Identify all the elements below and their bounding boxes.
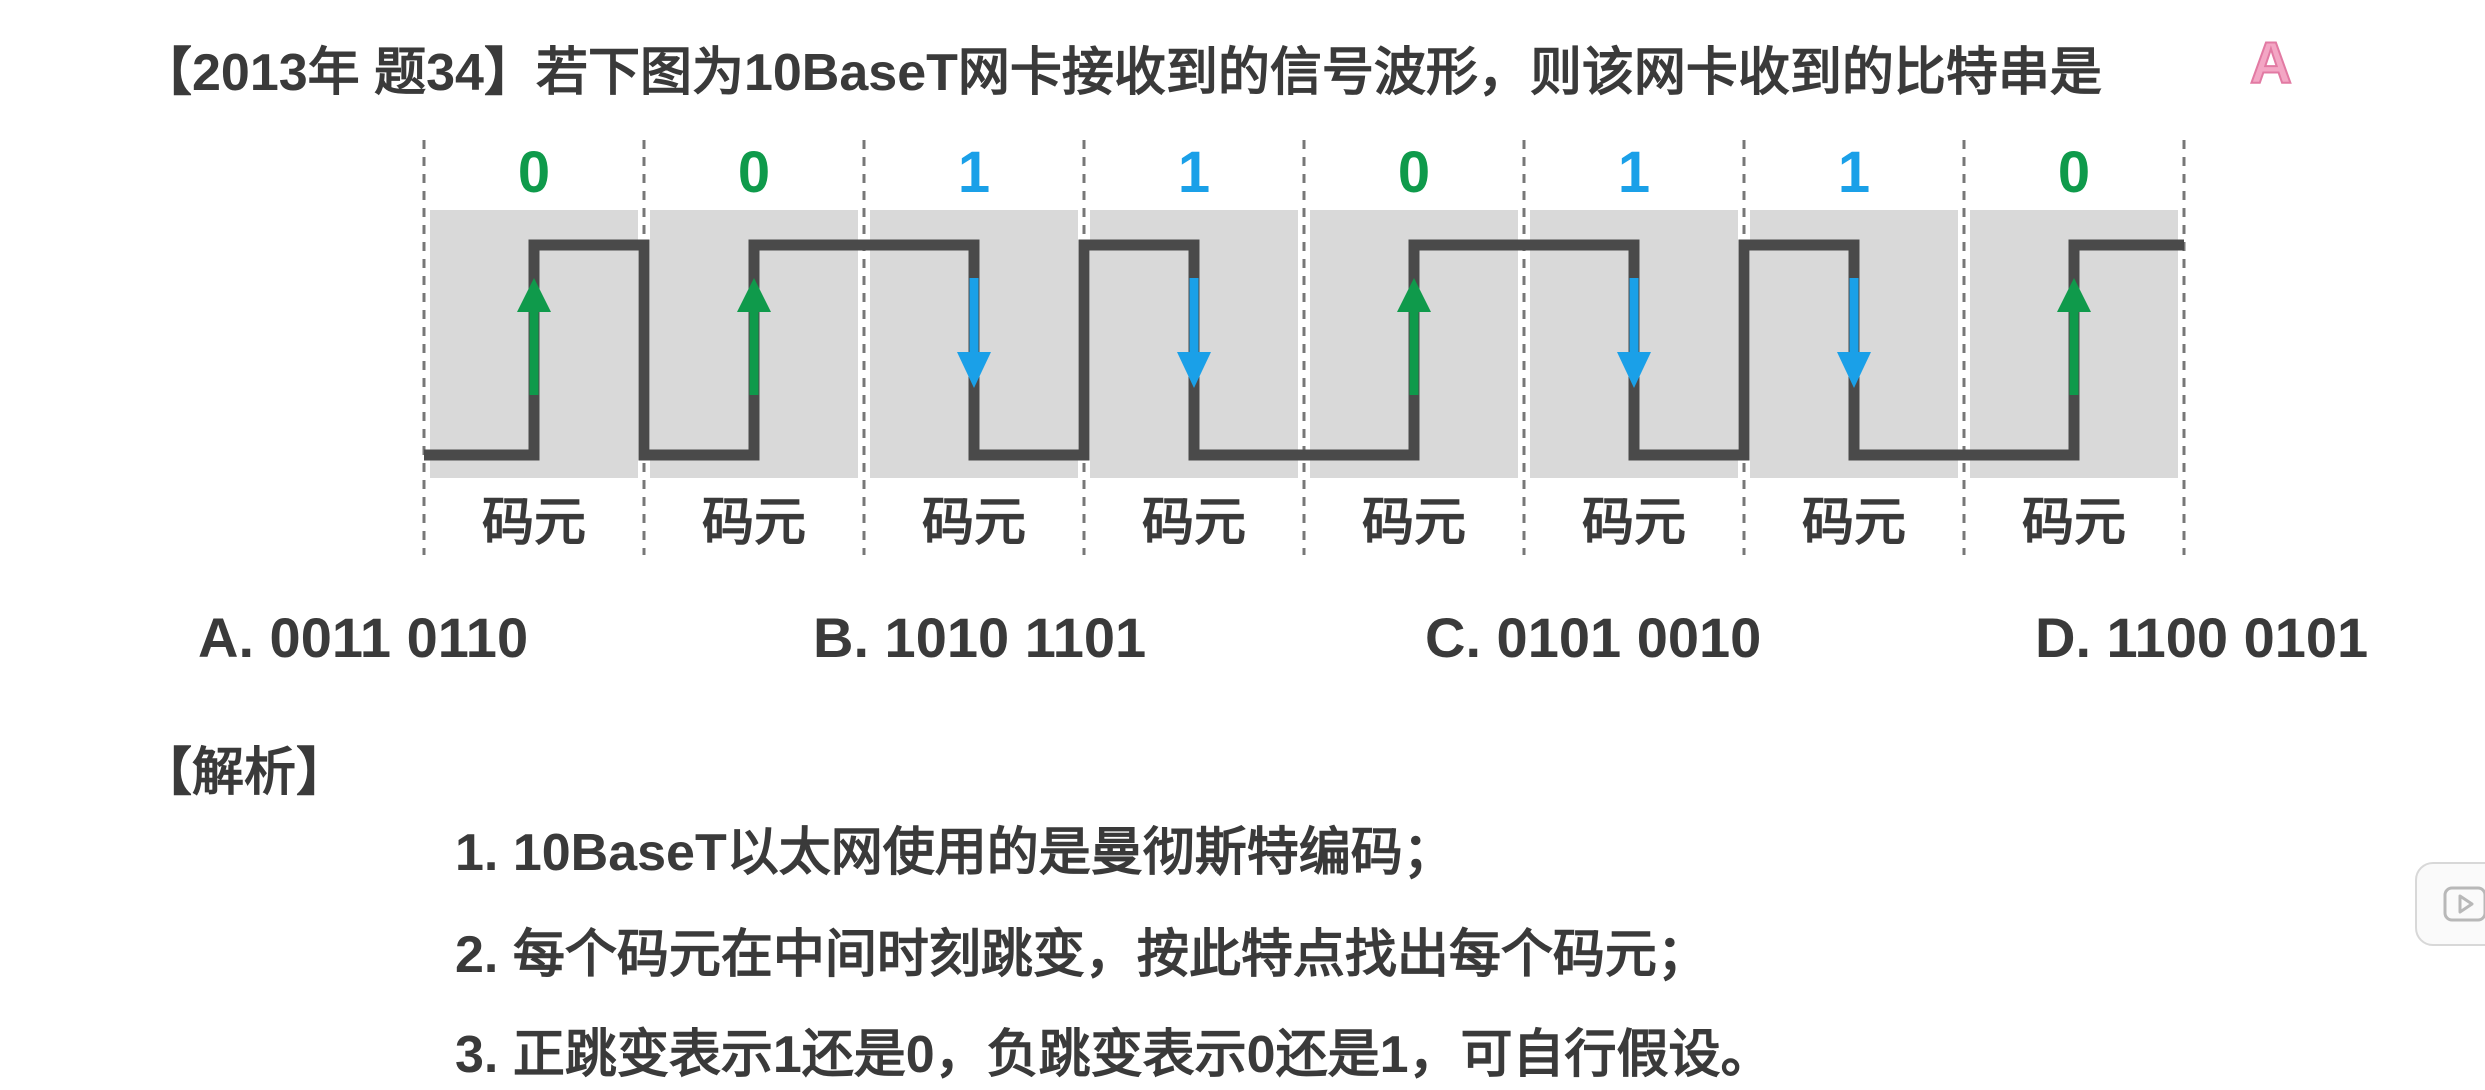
rising-arrowhead <box>2057 278 2091 312</box>
falling-arrowhead <box>1177 352 1211 388</box>
analysis-heading: 【解析】 <box>140 744 349 802</box>
symbol-label: 码元 <box>1362 494 1466 552</box>
falling-arrowhead <box>1617 352 1651 388</box>
option-c[interactable]: C. 0101 0010 <box>1425 606 1762 669</box>
bit-label: 0 <box>518 140 550 205</box>
play-button[interactable] <box>2415 862 2485 946</box>
rising-arrowhead <box>1397 278 1431 312</box>
question-title: 【2013年 题34】若下图为10BaseT网卡接收到的信号波形，则该网卡收到的… <box>140 44 2102 102</box>
option-d[interactable]: D. 1100 0101 <box>2035 606 2369 669</box>
option-b[interactable]: B. 1010 1101 <box>813 606 1147 669</box>
symbol-label: 码元 <box>2022 494 2126 552</box>
analysis-point-2: 2. 每个码元在中间时刻跳变，按此特点找出每个码元； <box>455 926 1709 984</box>
falling-arrowhead <box>957 352 991 388</box>
analysis-point-3: 3. 正跳变表示1还是0，负跳变表示0还是1，可自行假设。 <box>455 1026 1773 1084</box>
symbol-label: 码元 <box>1582 494 1686 552</box>
answer-letter: A <box>2249 30 2293 97</box>
play-icon <box>2443 886 2485 922</box>
option-a[interactable]: A. 0011 0110 <box>198 606 529 669</box>
bit-label: 1 <box>1838 140 1870 205</box>
symbol-label: 码元 <box>922 494 1026 552</box>
bit-label: 0 <box>1398 140 1430 205</box>
symbol-label: 码元 <box>702 494 806 552</box>
bit-label: 1 <box>1618 140 1650 205</box>
analysis-point-1: 1. 10BaseT以太网使用的是曼彻斯特编码； <box>455 824 1455 882</box>
symbol-label: 码元 <box>482 494 586 552</box>
rising-arrowhead <box>737 278 771 312</box>
bit-label: 0 <box>738 140 770 205</box>
bit-label: 0 <box>2058 140 2090 205</box>
symbol-label: 码元 <box>1802 494 1906 552</box>
falling-arrowhead <box>1837 352 1871 388</box>
rising-arrowhead <box>517 278 551 312</box>
bit-label: 1 <box>1178 140 1210 205</box>
manchester-waveform-diagram: 0 码元 0 码元 1 码元 1 码元 0 码元 1 码元 1 码元 0 码元 <box>422 140 2186 555</box>
bit-label: 1 <box>958 140 990 205</box>
symbol-label: 码元 <box>1142 494 1246 552</box>
